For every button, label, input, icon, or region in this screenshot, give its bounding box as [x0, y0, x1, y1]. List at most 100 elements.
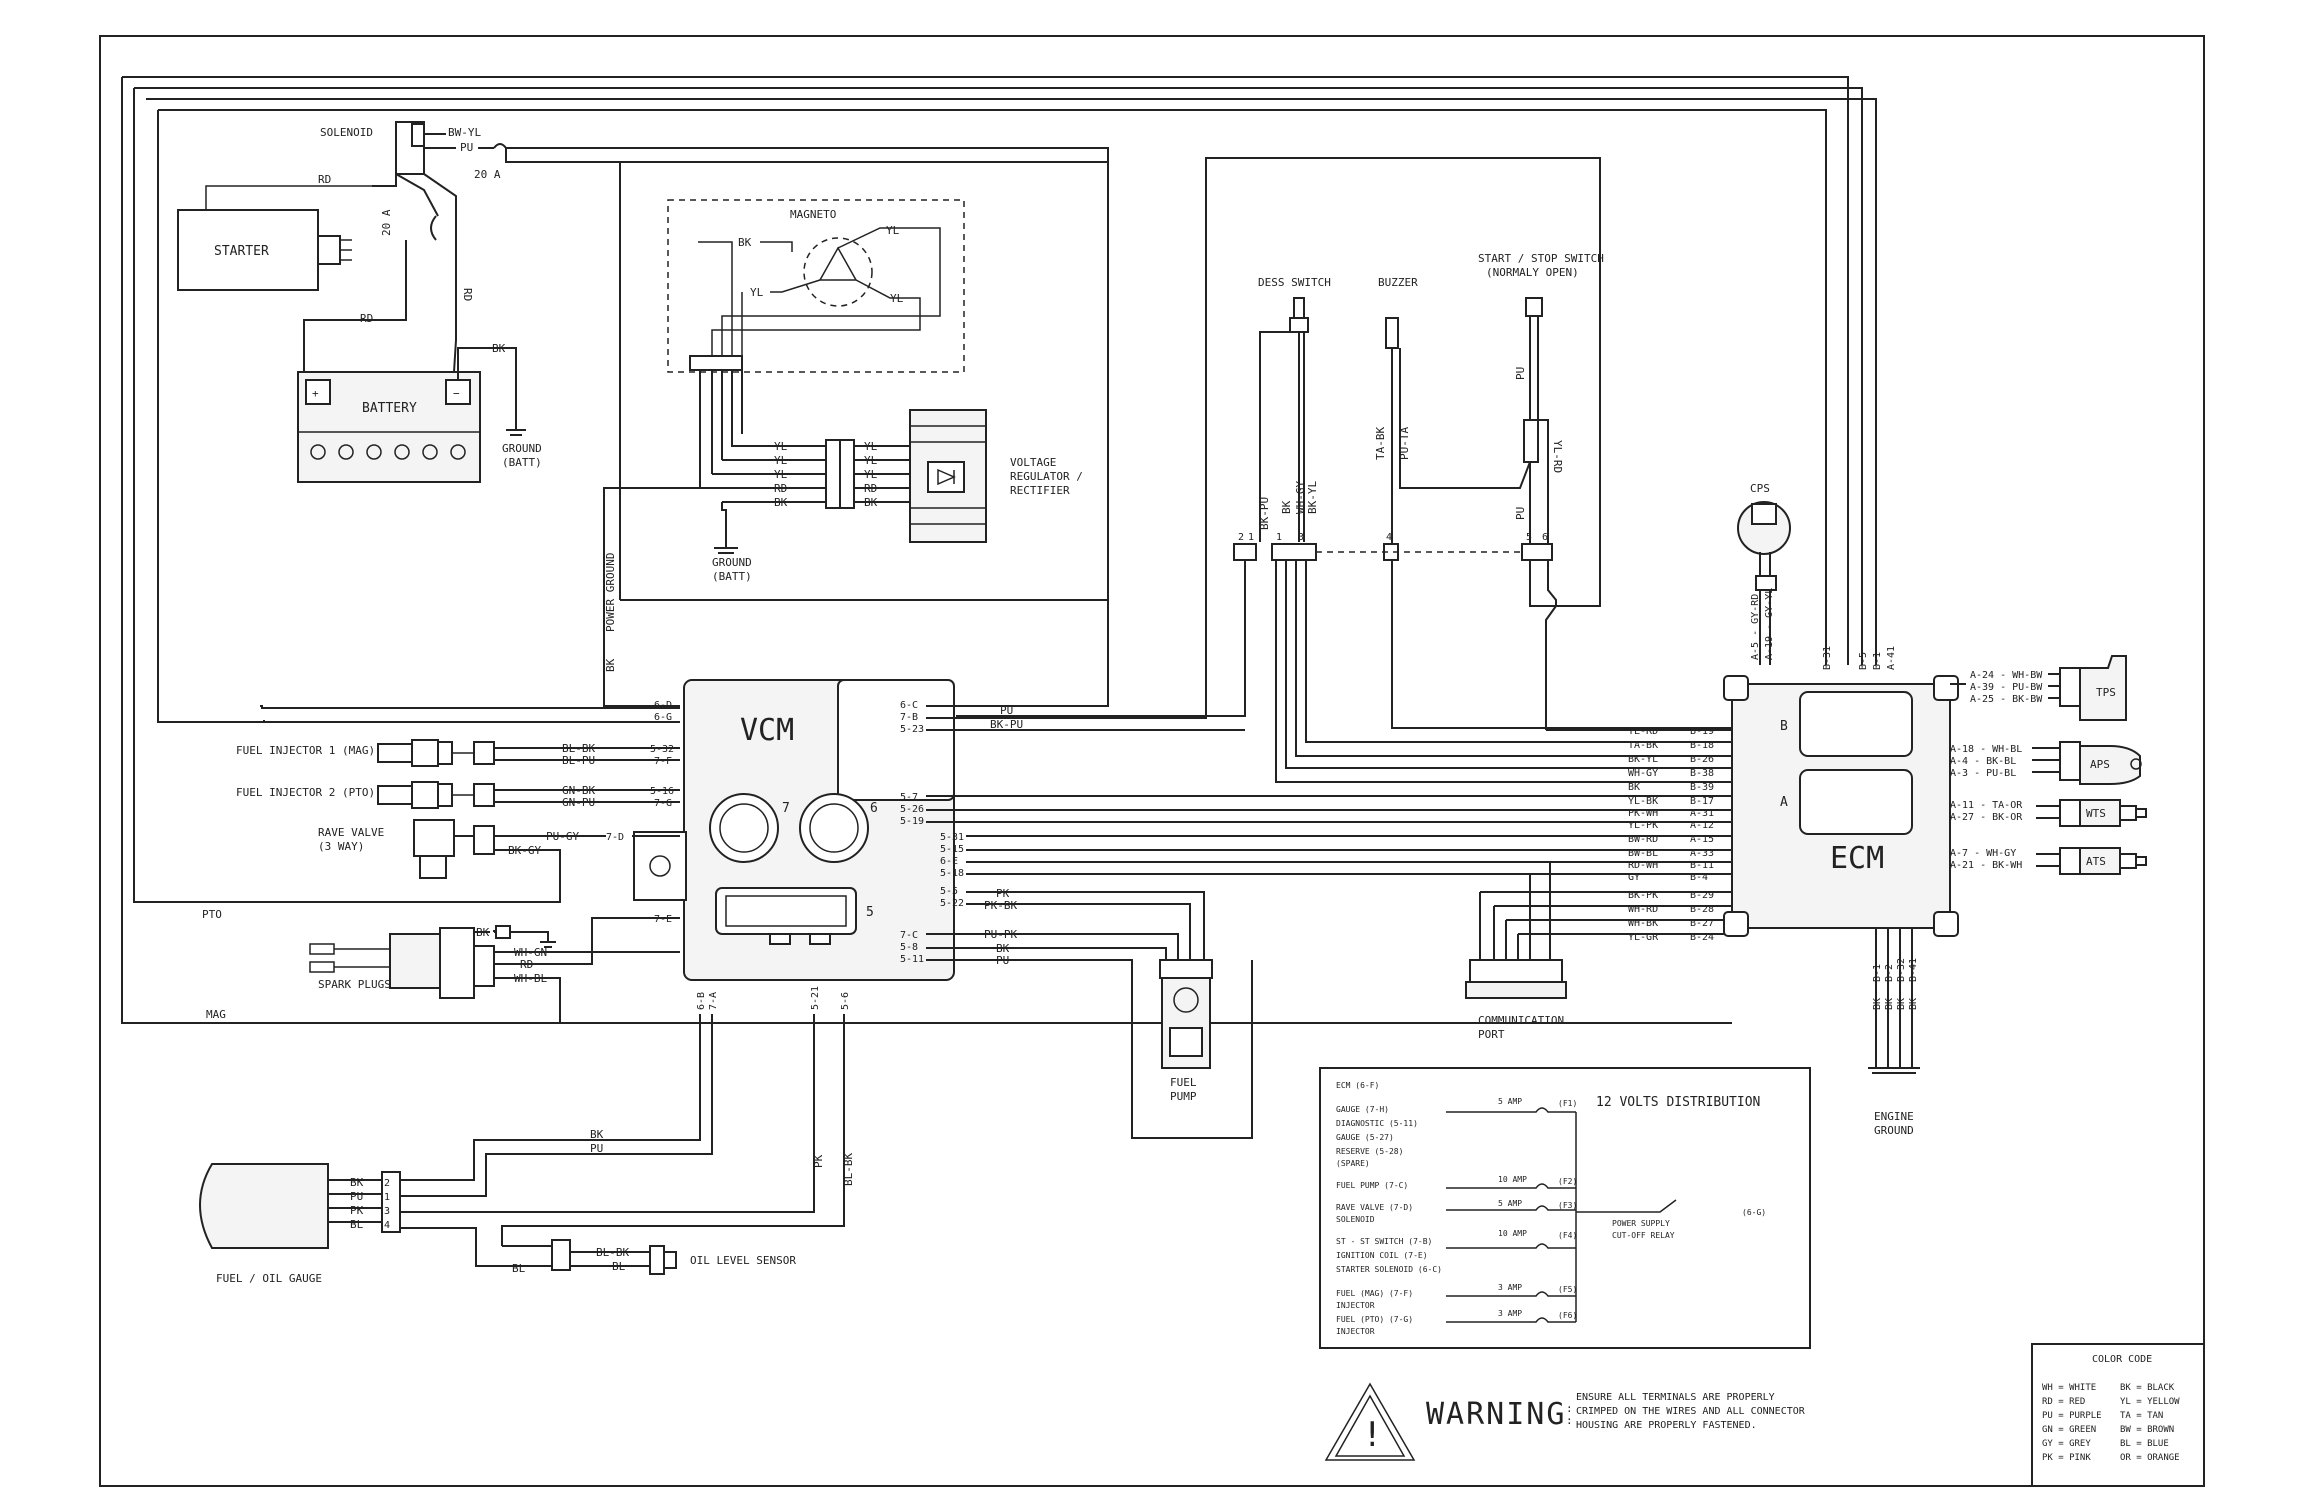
vcm-pkbk: PK-BK: [984, 899, 1017, 912]
dess-label: DESS SWITCH: [1258, 276, 1331, 289]
volts-distribution: 12 VOLTS DISTRIBUTION ECM (6-F)GAUGE (7-…: [1319, 1067, 1811, 1349]
ecm-wire-label: BW-BL: [1628, 848, 1658, 859]
cps-sensor: CPS A-5 - GY-RD A-19 - GY-YL: [1737, 482, 1791, 665]
color-code-title: COLOR CODE: [2092, 1354, 2152, 1365]
warning-title: WARNING: [1426, 1397, 1566, 1432]
fuse-line: [1446, 1107, 1576, 1113]
magneto-bk: BK: [738, 236, 752, 249]
ecm-pin-label: B-19: [1690, 726, 1714, 737]
vcm-pin-5-7: 5-7: [900, 792, 918, 803]
aps-pin-3: A-3 - PU-BL: [1950, 768, 2016, 779]
ecm-pin-label: A-12: [1690, 820, 1714, 831]
ecm-pin-label: B-26: [1690, 754, 1714, 765]
battery-minus: −: [453, 387, 460, 400]
fuse-id: (F6): [1558, 1311, 1577, 1320]
reg-ground-label: GROUND: [712, 556, 752, 569]
inj1-blpu: BL-PU: [562, 754, 595, 767]
ecm-top-b31: B-31: [1822, 646, 1833, 670]
vcm-connector-6: 6: [870, 801, 878, 816]
vcm-pin-5-22: 5-22: [940, 898, 964, 909]
ecm-top-b5: B-5: [1858, 652, 1869, 670]
vcm-label: VCM: [740, 713, 794, 748]
wts-pin-2: A-27 - BK-OR: [1950, 812, 2023, 823]
vcm-module[interactable]: VCM 7 6 5: [633, 679, 955, 981]
solenoid: SOLENOID BW-YL PU 20 A: [320, 121, 1109, 600]
color-code-entry: YL = YELLOW: [2120, 1397, 2180, 1407]
ecm-gnd-bk-1: BK: [1872, 998, 1883, 1010]
buzzer-puta: PU-TA: [1398, 427, 1411, 460]
ecm-wire-label: WH-BK: [1628, 918, 1658, 929]
fuse-line: [1446, 1243, 1576, 1249]
reg-bk-2: BK: [864, 496, 878, 509]
ecm-bottom-b2: B-2: [1884, 964, 1895, 982]
ecm-wire-label: GY: [1628, 872, 1640, 883]
vcm-pk: PK: [996, 887, 1010, 900]
regulator-label-1: VOLTAGE: [1010, 456, 1056, 469]
spark-whbl: WH-BL: [514, 972, 547, 985]
distribution-item: RESERVE (5-28): [1336, 1147, 1403, 1156]
comm-port-label-1: COMMUNICATION: [1478, 1014, 1564, 1027]
distribution-item: DIAGNOSTIC (5-11): [1336, 1119, 1418, 1128]
svg-text:4: 4: [1386, 532, 1392, 543]
gauge-label: FUEL / OIL GAUGE: [216, 1272, 322, 1285]
battery-ground-sub: (BATT): [502, 456, 542, 469]
ecm-pin-label: A-31: [1690, 808, 1714, 819]
vcm-pupk: PU-PK: [984, 928, 1017, 941]
ecm-pin-label: B-39: [1690, 782, 1714, 793]
starter-label: STARTER: [214, 244, 269, 259]
ecm-pin-label: B-24: [1690, 932, 1714, 943]
tps-pin-3: A-25 - BK-BW: [1970, 694, 2043, 705]
fuse-amp: 3 AMP: [1498, 1309, 1522, 1318]
vcm-pin-5-5: 5-5: [940, 886, 958, 897]
distribution-item: RAVE VALVE (7-D): [1336, 1203, 1413, 1212]
starter: STARTER RD 20 A RD RD: [177, 162, 474, 373]
diagram-frame: [99, 35, 2205, 1487]
vcm-pins-left: 6-D 6-G: [260, 700, 680, 723]
distribution-item: STARTER SOLENOID (6-C): [1336, 1265, 1442, 1274]
distribution-item: GAUGE (5-27): [1336, 1133, 1394, 1142]
vcm-pin-7a: 7-A: [708, 992, 719, 1010]
color-code-entry: OR = ORANGE: [2120, 1453, 2180, 1463]
reg-yl-5: YL: [864, 454, 878, 467]
engine-ground-label-2: GROUND: [1874, 1124, 1914, 1137]
ecm-module[interactable]: B A ECM: [1723, 675, 1959, 937]
aps-sensor: A-18 - WH-BL A-4 - BK-BL A-3 - PU-BL APS: [1950, 741, 2142, 785]
color-code-entry: WH = WHITE: [2042, 1383, 2096, 1393]
ecm-bottom-b32: B-32: [1896, 958, 1907, 982]
reg-yl-4: YL: [864, 440, 878, 453]
distribution-item: INJECTOR: [1336, 1327, 1375, 1336]
gauge-blbk-vert: BL-BK: [842, 1153, 855, 1186]
ats-pin-2: A-21 - BK-WH: [1950, 860, 2022, 871]
vcm-pin-5-19: 5-19: [900, 816, 924, 827]
mag-label: MAG: [206, 1008, 226, 1021]
pto-label: PTO: [202, 908, 222, 921]
ecm-pin-label: A-15: [1690, 834, 1714, 845]
svg-text::: :: [1566, 1402, 1573, 1415]
vcm-pin-6g: 6-G: [654, 712, 672, 723]
svg-text:3: 3: [1298, 532, 1304, 543]
gauge-wire-pk: PK: [350, 1204, 364, 1217]
regulator-label-2: REGULATOR /: [1010, 470, 1083, 483]
magneto: MAGNETO YL YL YL BK: [667, 199, 965, 373]
vcm-pin-6c: 6-C: [900, 700, 918, 711]
magneto-yl-2: YL: [750, 286, 764, 299]
vcm-pin-5-21: 5-21: [810, 986, 821, 1010]
cps-a19: A-19 - GY-YL: [1764, 588, 1775, 660]
color-code-entry: BW = BROWN: [2120, 1425, 2174, 1435]
power-ground-label: POWER GROUND: [604, 553, 617, 632]
rave-label-2: (3 WAY): [318, 840, 364, 853]
gauge-pin-2: 2: [384, 1178, 390, 1189]
gauge-wire-pu: PU: [350, 1190, 363, 1203]
gauge-bk-top: BK: [590, 1128, 604, 1141]
ecm-wire-label: YL-BK: [1628, 796, 1658, 807]
vcm-pin-5-32: 5-32: [650, 744, 674, 755]
gauge-wire-bl: BL: [350, 1218, 364, 1231]
vcm-pin-5-23: 5-23: [900, 724, 924, 735]
reg-yl-6: YL: [864, 468, 878, 481]
distribution-item: SOLENOID: [1336, 1215, 1375, 1224]
vcm-ecm-wires: 5-7 5-26 5-19 5-31 5-15 6-E 5-18 5-5 5-2…: [900, 792, 1732, 960]
warning-line-1: ENSURE ALL TERMINALS ARE PROPERLY: [1576, 1392, 1775, 1403]
color-code-entry: GN = GREEN: [2042, 1425, 2096, 1435]
power-ground: POWER GROUND BK: [603, 487, 680, 707]
